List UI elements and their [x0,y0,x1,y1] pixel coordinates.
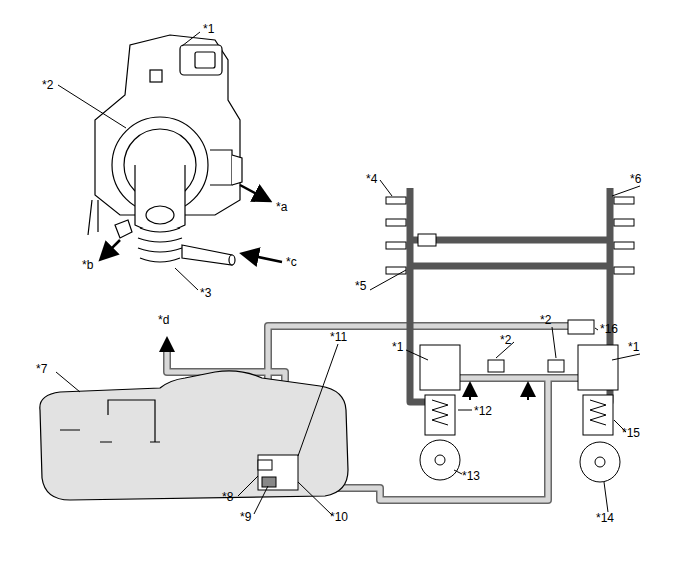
callout-number: *10 [330,510,348,524]
callout-number: *14 [596,511,614,525]
callout-number: *1 [628,340,639,354]
callout-number: *a [276,200,287,214]
callout-number: *6 [630,172,641,186]
callout-number: *d [158,313,169,327]
callout-number: *15 [622,426,640,440]
callout-number: *7 [36,362,47,376]
callout-number: *1 [203,22,214,36]
callout-number: *5 [355,279,366,293]
callout-number: *16 [600,322,618,336]
callout-number: *11 [330,330,347,344]
callout-number: *8 [222,490,233,504]
callout-number: *13 [462,469,480,483]
callout-number: *c [286,255,297,269]
callout-number: *2 [540,313,551,327]
callout-number: *4 [366,172,377,186]
callout-number: *1 [392,340,403,354]
callout-number: *2 [42,78,53,92]
callout-number: *b [82,258,93,272]
callout-number: *2 [500,333,511,347]
callout-number: *9 [240,510,251,524]
callout-number: *3 [200,286,211,300]
callout-number: *12 [474,404,492,418]
